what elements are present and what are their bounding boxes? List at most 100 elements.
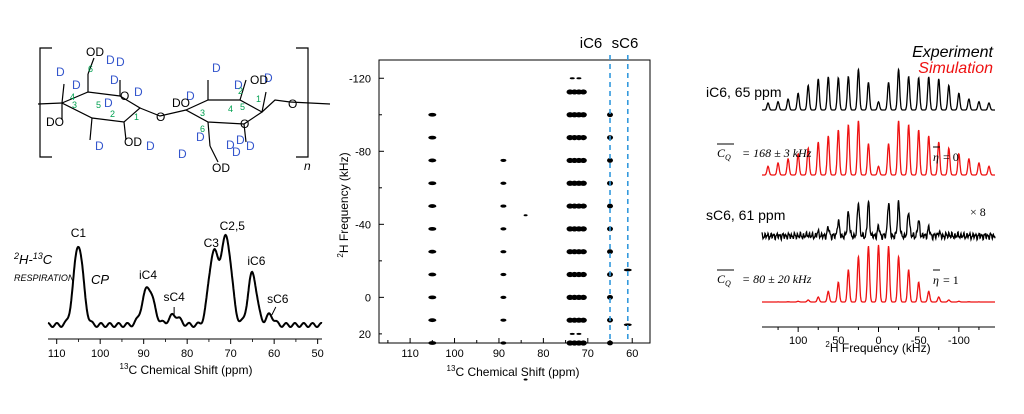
deuterium-label: D (234, 78, 243, 92)
experiment-trace-ic6 (762, 67, 995, 111)
bond (243, 123, 247, 143)
cross-peak (523, 214, 528, 217)
peak-label: C1 (71, 226, 87, 240)
x-tick-label: 100 (789, 335, 807, 347)
x-tick-label: 90 (493, 348, 505, 360)
cross-peak (579, 157, 587, 164)
peak-label: iC6 (247, 254, 265, 268)
marker-lines (609, 55, 629, 343)
cross-peak (428, 318, 437, 323)
cross-peak (428, 226, 437, 231)
bond (123, 121, 127, 141)
cross-peak (523, 378, 528, 381)
panel-b-xlabel: 13C Chemical Shift (ppm) (447, 364, 580, 379)
x-tick-label: 90 (138, 348, 150, 360)
x-tick-label: -100 (948, 335, 970, 347)
cross-peak (579, 203, 587, 209)
y-tick-label: 0 (365, 292, 371, 304)
cross-peak (579, 317, 587, 323)
x-tick-label: 60 (268, 348, 280, 360)
row-label-ic6: iC6, 65 ppm (706, 84, 781, 100)
carbon-number: 2 (238, 86, 243, 96)
cross-peak (579, 340, 587, 346)
cross-peak (428, 181, 437, 186)
cross-peaks (428, 77, 632, 381)
cross-peak (579, 271, 587, 278)
bond (209, 145, 219, 163)
do-label: DO (172, 96, 190, 110)
bridge-oxygen: O (288, 97, 297, 111)
cq-symbol: CQ (717, 146, 731, 162)
cross-peak (569, 332, 575, 335)
legend-experiment: Experiment (912, 44, 993, 61)
od-label: OD (212, 161, 230, 175)
deuterium-label: D (110, 73, 119, 87)
ring-oxygen: O (120, 89, 129, 103)
x-tick-label: 50 (832, 335, 844, 347)
bond (239, 79, 247, 101)
left-bracket (39, 47, 52, 158)
cross-peak (428, 204, 437, 208)
cross-peak (579, 294, 587, 300)
bond (61, 83, 65, 104)
panel-a-xlabel: 13C Chemical Shift (ppm) (120, 362, 253, 377)
carbon-number: 6 (200, 124, 205, 134)
scale-factor: × 8 (970, 205, 986, 219)
bond (207, 121, 211, 147)
cross-peak (579, 180, 587, 186)
eta-symbol: η (933, 150, 939, 164)
panel-a-ylabel-cp: CP (91, 272, 109, 287)
legend-simulation: Simulation (918, 60, 993, 77)
cross-peak (607, 203, 614, 209)
peak-label: sC6 (267, 292, 289, 306)
cross-peak (623, 323, 632, 327)
od-label: OD (86, 45, 104, 59)
deuterium-label: D (72, 78, 81, 92)
x-tick-label: 100 (91, 348, 109, 360)
carbon-number: 4 (228, 104, 233, 114)
cross-peak (500, 181, 507, 185)
x-tick-label: 80 (181, 348, 193, 360)
panel-a-ylabel-sub: RESPIRATION (14, 273, 75, 283)
eta-symbol: η (933, 273, 939, 287)
deuterium-label: D (196, 130, 205, 144)
cross-peak (428, 112, 437, 117)
peak-label: sC4 (163, 290, 185, 304)
carbon-number: 2 (110, 109, 115, 119)
spectra-traces (761, 67, 996, 303)
carbon-number: 3 (72, 100, 77, 110)
deuterium-label: D (106, 53, 115, 67)
fit2-eta: = 1 (943, 273, 959, 287)
cross-peak (576, 332, 582, 335)
x-tick-label: 70 (582, 348, 594, 360)
deuterium-label: D (186, 89, 195, 103)
cross-peak (607, 294, 614, 300)
fit-annotation-2: CQ = 80 ± 20 kHz η = 1 (717, 269, 959, 288)
peak-label: iC4 (139, 268, 157, 282)
cross-peak (500, 227, 507, 231)
bond (89, 117, 93, 141)
cross-peak (500, 250, 507, 254)
x-tick-label: -50 (911, 335, 927, 347)
carbon-number: 5 (240, 102, 245, 112)
cross-peak (428, 295, 437, 300)
cross-peak (579, 134, 587, 141)
cross-peak (576, 77, 582, 80)
cross-peak (500, 158, 507, 163)
deuterium-label: D (246, 139, 255, 153)
od-label: OD (124, 135, 142, 149)
y-tick-label: -40 (355, 219, 371, 231)
carbon-number: 1 (256, 94, 261, 104)
od-label: OD (250, 73, 268, 87)
fit1-eta: = 0 (943, 150, 959, 164)
cross-peak (428, 249, 437, 254)
bond (261, 99, 291, 113)
panel-a-ylabel: 2H-13C (13, 251, 53, 267)
carbon-number: 4 (70, 92, 75, 102)
